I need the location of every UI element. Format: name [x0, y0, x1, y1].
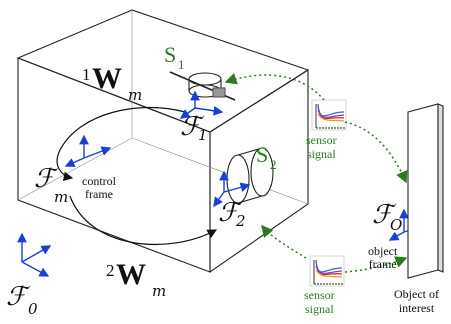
- frame-control-label: control frame: [82, 174, 116, 202]
- transform-arrow-bottom: [69, 195, 218, 246]
- frame-1-symbol: ℱ: [180, 112, 201, 142]
- signal-arrow-to-s2: [261, 224, 307, 259]
- frame-object-symbol: ℱ: [372, 200, 393, 230]
- object-of-interest-label: Object of interest: [394, 287, 439, 315]
- signal-plot-bottom: [309, 255, 345, 287]
- frame-2-sub: 2: [236, 212, 246, 230]
- object-plate: [407, 103, 444, 279]
- weight-top-main: W: [92, 62, 122, 95]
- frame-object-sub: O: [390, 216, 403, 234]
- weight-bottom-sub: m: [152, 282, 167, 300]
- sensor-2-label: S: [256, 142, 269, 167]
- axes-frame-1: [179, 90, 224, 119]
- transform-arrow-top: [56, 106, 186, 182]
- box-body: [16, 9, 310, 274]
- frame-1-sub: 1: [198, 126, 208, 144]
- frame-control-symbol: ℱ: [34, 164, 55, 194]
- sensor-2-sub: 2: [270, 157, 277, 172]
- frame-object-label: object frame: [368, 244, 398, 272]
- axes-frame-control: [64, 134, 112, 168]
- sensor-1-sub: 1: [178, 57, 185, 72]
- sensor-1-label: S: [164, 42, 177, 67]
- signal-arrow-bottom-to-object: [344, 256, 408, 273]
- box-top-face: [16, 9, 310, 133]
- weight-top-sup: 1: [82, 65, 91, 84]
- sensor-signal-top-label: sensor signal: [306, 133, 337, 161]
- weight-bottom-main: W: [116, 258, 146, 291]
- frame-2-symbol: ℱ: [218, 198, 239, 228]
- sensor-1-device: [169, 71, 236, 101]
- axes-frame-0: [17, 232, 52, 277]
- signal-arrows: [224, 72, 408, 273]
- signal-arrow-top-to-object: [344, 121, 408, 184]
- weight-bottom-sup: 2: [106, 261, 115, 280]
- frame-0-symbol: ℱ: [6, 282, 27, 312]
- sensor-signal-bottom-label: sensor signal: [304, 288, 335, 316]
- frame-0-sub: 0: [28, 300, 38, 318]
- signal-arrow-to-s1: [224, 72, 325, 101]
- frame-control-sub: m: [54, 188, 69, 206]
- signal-plot-top: [311, 99, 347, 131]
- axes-frame-2: [213, 170, 251, 208]
- weight-top-sub: m: [128, 86, 143, 104]
